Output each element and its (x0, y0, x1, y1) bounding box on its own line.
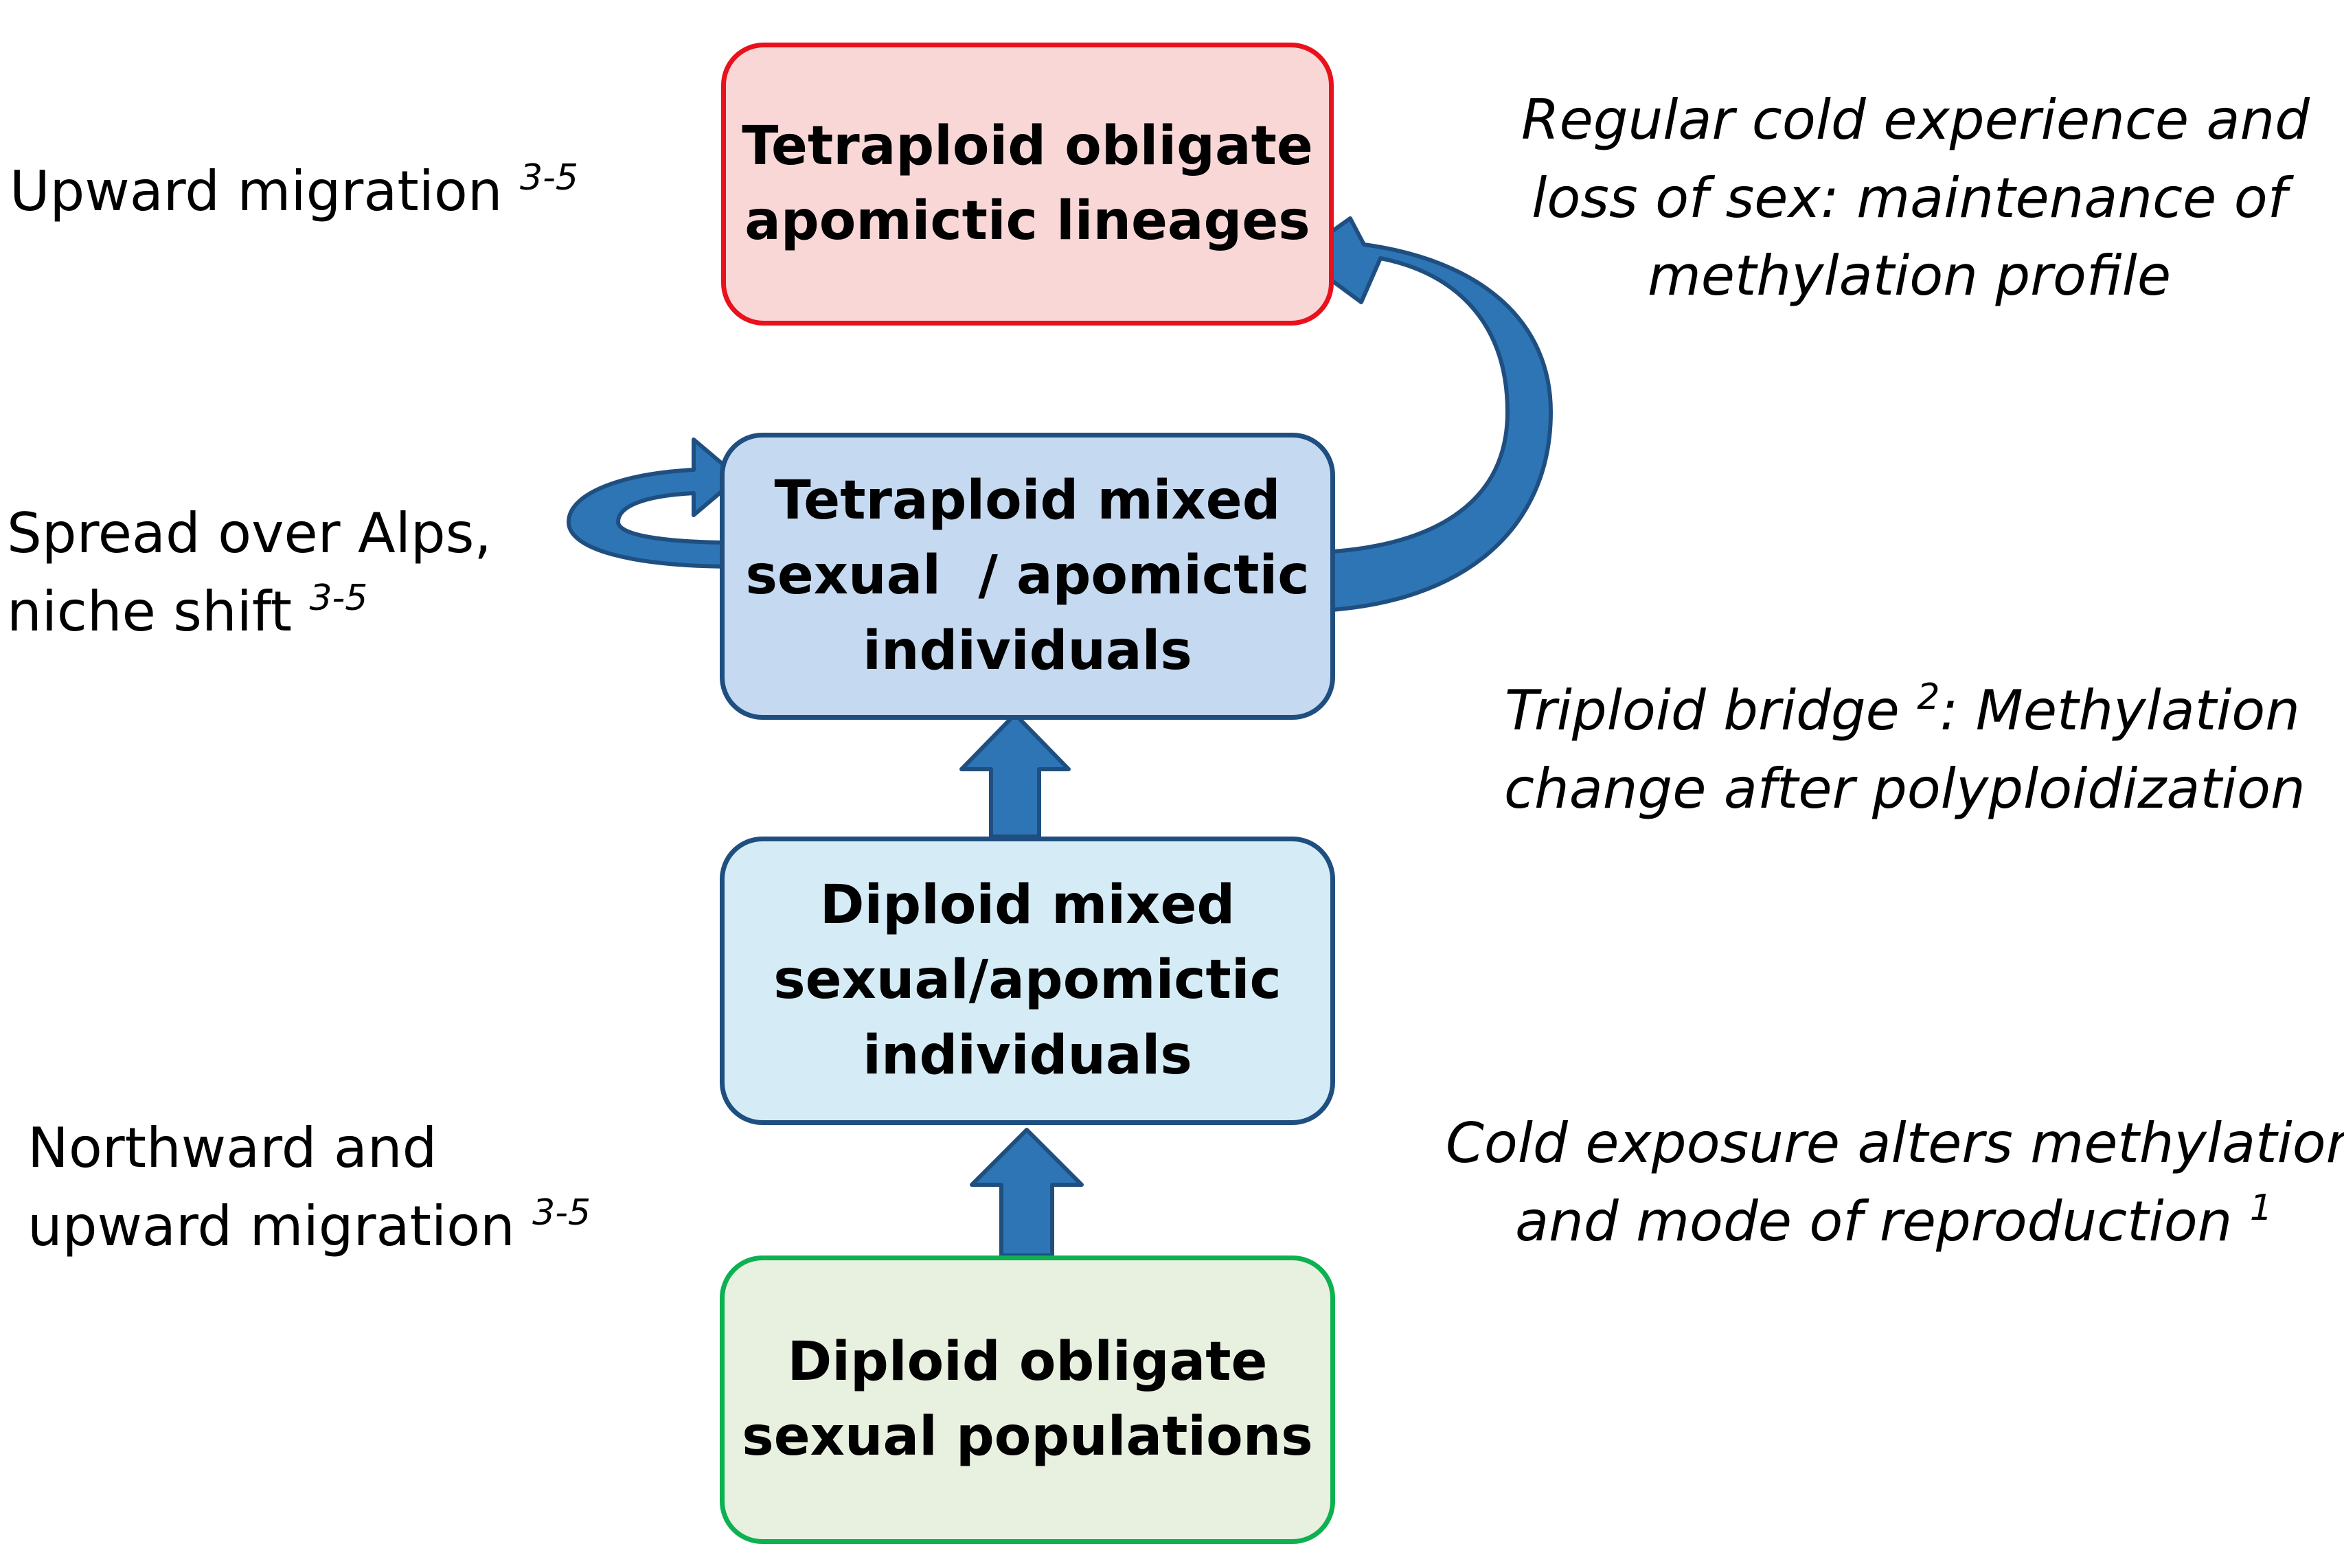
box-text-line: apomictic lineages (744, 190, 1310, 252)
note-text: Triploid bridge (1505, 679, 1918, 742)
reference-superscript: 3-5 (520, 157, 578, 198)
label-line: Northward and (27, 1116, 437, 1180)
label-line: niche shift 3-5 (7, 573, 492, 651)
note-line: Cold exposure alters methylations (1446, 1111, 2344, 1175)
reference-superscript: 2 (1917, 677, 1940, 718)
reference-superscript: 3-5 (532, 1192, 591, 1234)
note-triploid-bridge: Triploid bridge 2: Methylation change af… (1504, 672, 2306, 828)
label-text: Upward migration (10, 159, 503, 223)
note-text: : Methylation (1939, 679, 2300, 742)
box-text-line: sexual populations (742, 1406, 1313, 1468)
curved-arrow-to-apomictic (1293, 216, 1553, 613)
reference-superscript: 3-5 (309, 577, 368, 619)
label-text: upward migration (27, 1194, 515, 1258)
note-line: loss of sex: maintenance of (1532, 166, 2287, 230)
note-line: change after polyploidization (1504, 756, 2306, 821)
box-text-line: Diploid mixed (819, 874, 1236, 937)
note-cold-exposure: Cold exposure alters methylations and mo… (1446, 1104, 2344, 1261)
box-text-line: Diploid obligate (787, 1330, 1268, 1393)
box-text-line: individuals (863, 1024, 1192, 1087)
box-tetraploid-obligate-apomictic: Tetraploid obligate apomictic lineages (721, 43, 1334, 326)
note-text: and mode of reproduction (1515, 1189, 2250, 1253)
note-regular-cold-experience: Regular cold experience and loss of sex:… (1521, 81, 2310, 315)
box-text-line: Tetraploid obligate (742, 115, 1313, 177)
label-line: Spread over Alps, (7, 501, 492, 565)
note-line: Triploid bridge 2: Methylation (1504, 672, 2301, 750)
reference-superscript: 1 (2249, 1187, 2273, 1229)
box-tetraploid-mixed: Tetraploid mixed sexual / apomictic indi… (720, 433, 1335, 720)
up-arrow-cold-exposure (970, 1128, 1084, 1258)
note-line: Regular cold experience and (1521, 88, 2310, 152)
up-arrow-polyploidization (959, 712, 1071, 839)
box-text-line: sexual / apomictic (745, 545, 1310, 607)
label-line: upward migration 3-5 (27, 1188, 591, 1266)
box-diploid-obligate-sexual: Diploid obligate sexual populations (720, 1255, 1335, 1544)
box-text-line: sexual/apomictic (773, 949, 1282, 1012)
label-text: niche shift (7, 579, 292, 644)
label-northward-migration: Northward and upward migration 3-5 (27, 1109, 591, 1265)
label-line: Upward migration 3-5 (10, 152, 578, 231)
box-diploid-mixed: Diploid mixed sexual/apomictic individua… (720, 837, 1335, 1125)
box-text-line: Tetraploid mixed (774, 470, 1281, 532)
label-spread-over-alps: Spread over Alps, niche shift 3-5 (7, 495, 492, 650)
note-line: and mode of reproduction 1 (1446, 1183, 2342, 1261)
note-line: methylation profile (1647, 244, 2172, 308)
label-upward-migration: Upward migration 3-5 (10, 152, 578, 231)
loop-arrow-spread (567, 438, 740, 569)
box-text-line: individuals (863, 620, 1192, 682)
